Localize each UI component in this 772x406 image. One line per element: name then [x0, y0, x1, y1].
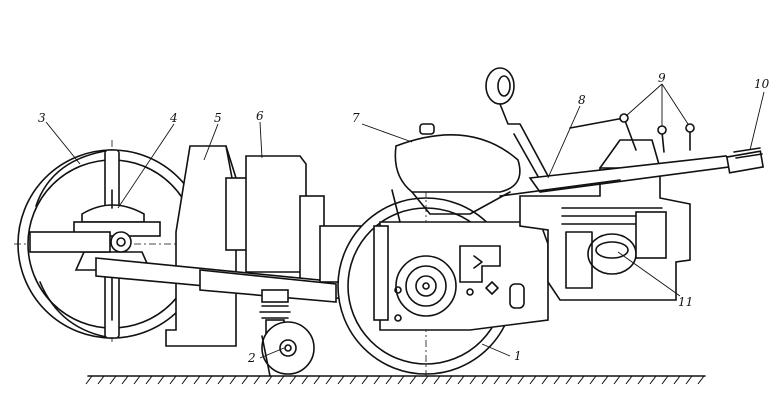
- leader-lines: [45, 83, 765, 359]
- tine-reel: [29, 149, 161, 339]
- callout-9: 9: [658, 71, 666, 85]
- callout-8: 8: [578, 93, 586, 107]
- callout-3: 3: [38, 111, 46, 125]
- headlight: [485, 67, 549, 181]
- wheel-cover: [165, 145, 249, 347]
- callout-4: 4: [169, 111, 178, 125]
- callout-6: 6: [256, 109, 264, 123]
- engine-block: [519, 139, 691, 301]
- callout-7: 7: [352, 111, 360, 125]
- callout-2: 2: [247, 351, 256, 365]
- callout-1: 1: [514, 349, 522, 363]
- callout-10: 10: [754, 77, 770, 91]
- hopper: [245, 155, 325, 287]
- caster-wheel: [259, 289, 315, 377]
- ground: [85, 375, 706, 385]
- callout-5: 5: [214, 111, 222, 125]
- gearbox-housing: [373, 221, 549, 331]
- fuel-tank: [391, 123, 521, 223]
- callout-11: 11: [678, 295, 693, 309]
- handlebar: [499, 113, 765, 197]
